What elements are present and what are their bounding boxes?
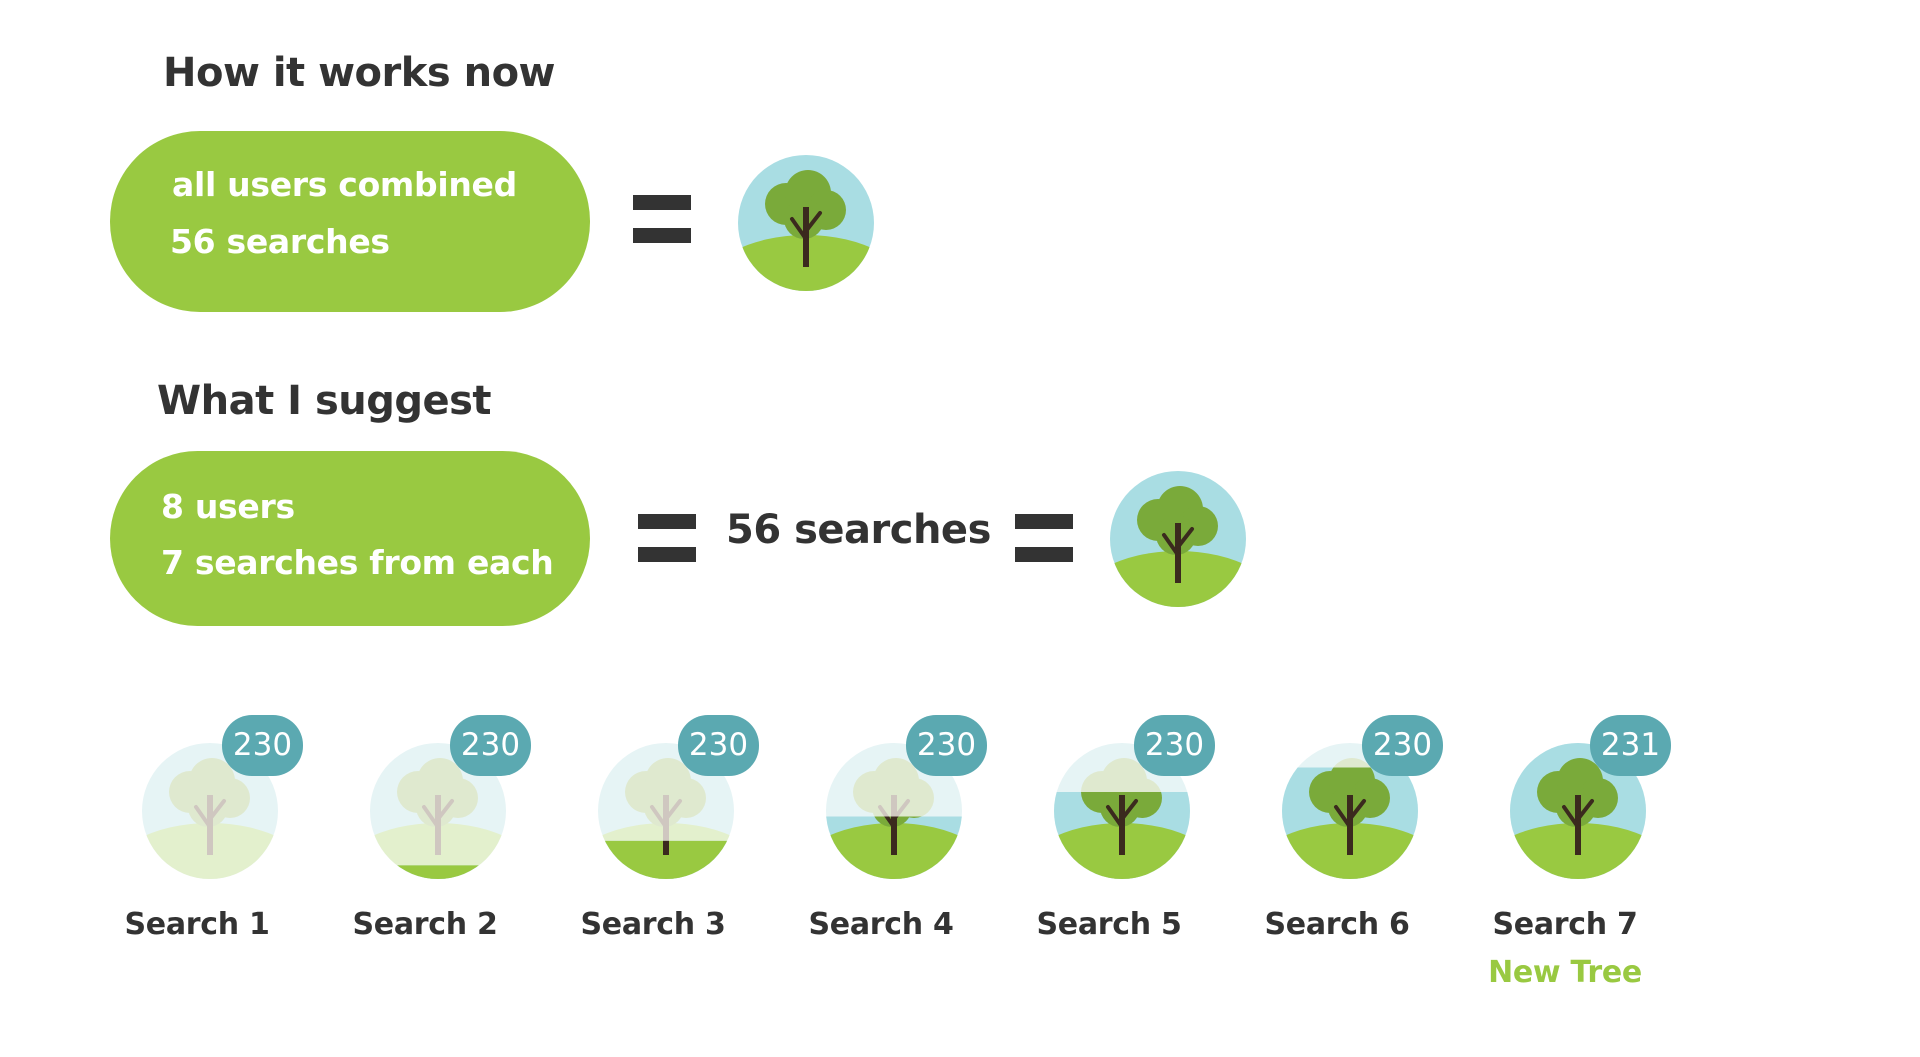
- search-label: Search 1: [124, 907, 270, 942]
- search-label: Search 4: [808, 907, 954, 942]
- search-label: Search 2: [352, 907, 498, 942]
- tree-icon: [738, 155, 874, 291]
- search-label: Search 5: [1036, 907, 1182, 942]
- search-label: Search 3: [580, 907, 726, 942]
- all-users-pill: all users combined 56 searches: [110, 131, 590, 312]
- total-searches-text: 56 searches: [726, 507, 991, 553]
- pill-line-searches: 56 searches: [170, 222, 390, 261]
- search-count-badge: 230: [1362, 715, 1443, 776]
- growing-tree-icon: [826, 743, 962, 879]
- what-i-suggest-title: What I suggest: [157, 378, 492, 424]
- pill-line-users: all users combined: [172, 165, 517, 204]
- pill-line-users: 8 users: [161, 487, 295, 526]
- equals-icon: [1015, 514, 1073, 562]
- search-count-badge: 231: [1590, 715, 1671, 776]
- search-count-badge: 230: [906, 715, 987, 776]
- search-label: Search 6: [1264, 907, 1410, 942]
- new-tree-label: New Tree: [1488, 955, 1642, 990]
- equals-icon: [638, 514, 696, 562]
- search-count-badge: 230: [450, 715, 531, 776]
- pill-line-searches-each: 7 searches from each: [161, 543, 554, 582]
- search-label: Search 7: [1492, 907, 1638, 942]
- search-count-badge: 230: [678, 715, 759, 776]
- equals-icon: [633, 195, 691, 243]
- search-count-badge: 230: [222, 715, 303, 776]
- how-it-works-title: How it works now: [163, 50, 556, 96]
- users-suggest-pill: 8 users 7 searches from each: [110, 451, 590, 626]
- growing-tree-icon: [142, 743, 278, 879]
- tree-icon: [1110, 471, 1246, 607]
- growing-tree-icon: [1054, 743, 1190, 879]
- growing-tree-icon: [598, 743, 734, 879]
- search-count-badge: 230: [1134, 715, 1215, 776]
